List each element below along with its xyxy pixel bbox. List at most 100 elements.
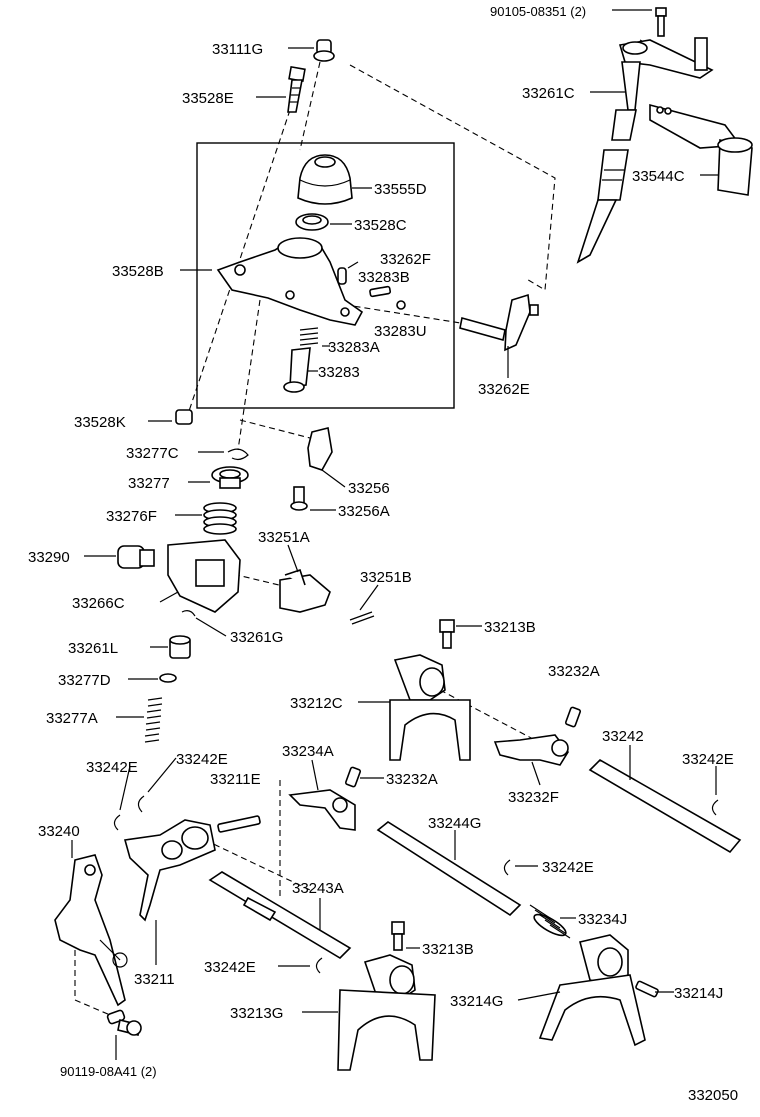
ball-33283U [396,300,406,310]
spring-33276F [203,502,237,535]
label-33290: 33290 [28,549,70,566]
shift-shaft-33242 [588,759,742,854]
label-33283: 33283 [318,364,360,381]
part-labels: 90105-08351 (2) 33111G 33528E 33261C 335… [28,4,738,1104]
label-33528B: 33528B [112,263,164,280]
fork-33212C [389,654,471,761]
label-33242E-d: 33242E [542,859,594,876]
diagram-id: 332050 [688,1087,738,1104]
housing-33528B [216,237,364,326]
label-33277: 33277 [128,475,170,492]
label-33277A: 33277A [46,710,98,727]
bolt-33528E [287,65,306,113]
label-33261L: 33261L [68,640,118,657]
label-33111G: 33111G [212,41,263,58]
label-33242E-a: 33242E [86,759,138,776]
snap-ring-33242E-c [711,799,719,816]
label-33232A-mid: 33232A [386,771,438,788]
boot-33555D [297,154,353,205]
retainer-33277 [211,466,249,489]
label-33212C: 33212C [290,695,343,712]
label-33261C: 33261C [522,85,575,102]
label-33266C: 33266C [72,595,125,612]
label-90105-08351: 90105-08351 (2) [490,4,586,19]
label-33277C: 33277C [126,445,179,462]
shift-lever-shaft-33261C [576,37,714,264]
label-33214J: 33214J [674,985,723,1002]
label-33242E-c: 33242E [682,751,734,768]
snap-ring-33242E-d [503,859,511,876]
pin-33262F [337,267,347,285]
housing-33266C [167,539,241,613]
spring-33283A [299,327,319,346]
spring-pin-33251B [349,611,375,625]
label-90119-08A41: 90119-08A41 (2) [60,1064,157,1079]
plug-33290 [117,545,155,569]
label-33283A: 33283A [328,339,380,356]
snap-ring-33242E-e [315,957,323,974]
clip-33261G [181,610,196,617]
label-33283U: 33283U [374,323,427,340]
label-33244G: 33244G [428,815,481,832]
lever-33234A [288,789,356,831]
label-33243A: 33243A [292,880,344,897]
label-33528K: 33528K [74,414,126,431]
spring-33277A [144,697,163,743]
spring-33234J [529,904,571,939]
seal-33528C [295,213,329,231]
housing-group-frame [196,142,455,409]
label-33214G: 33214G [450,993,503,1010]
lever-33240 [54,854,128,1007]
label-33242E-b: 33242E [176,751,228,768]
label-33262E: 33262E [478,381,530,398]
label-33262F: 33262F [380,251,431,268]
label-33232F: 33232F [508,789,559,806]
select-lever-33544C [649,103,753,196]
snap-ring-33242E-a [113,814,121,831]
pin-33214J [635,980,659,998]
pin-33232A-mid [344,766,362,788]
label-33528C: 33528C [354,217,407,234]
pin-33211E [217,815,261,833]
label-33242: 33242 [602,728,644,745]
shift-head-33251A [279,568,331,613]
label-33234J: 33234J [578,911,627,928]
label-33213G: 33213G [230,1005,283,1022]
label-33251B: 33251B [360,569,412,586]
label-33276F: 33276F [106,508,157,525]
bolt-90105 [655,7,667,37]
bolt-33213B-bottom [391,921,405,951]
pin-33232A-top [564,706,582,728]
label-33240: 33240 [38,823,80,840]
fork-33213G [337,954,436,1071]
label-33211: 33211 [134,971,175,988]
lever-33211 [123,819,216,922]
label-33211E: 33211E [210,771,261,788]
bushing-33528K [175,409,193,425]
label-33544C: 33544C [632,168,685,185]
label-33555D: 33555D [374,181,427,198]
label-33232A-top: 33232A [548,663,600,680]
lever-33256 [307,427,333,471]
fork-33214G [538,934,646,1047]
shift-shaft-33244G [376,821,522,917]
label-33261G: 33261G [230,629,283,646]
plunger-33283 [283,347,311,393]
label-33213B-top: 33213B [484,619,536,636]
clip-33277C [227,448,249,461]
lever-33262E [459,293,539,352]
shift-arm-33232F [493,734,569,766]
bolt-90119 [106,1009,142,1036]
label-33256: 33256 [348,480,390,497]
pin-33283B [369,285,392,298]
ball-33277D [159,673,177,683]
label-33234A: 33234A [282,743,334,760]
cap-33111G [313,39,335,62]
label-33528E: 33528E [182,90,234,107]
label-33256A: 33256A [338,503,390,520]
bolt-33213B-top [439,619,455,649]
label-33277D: 33277D [58,672,111,689]
label-33251A: 33251A [258,529,310,546]
